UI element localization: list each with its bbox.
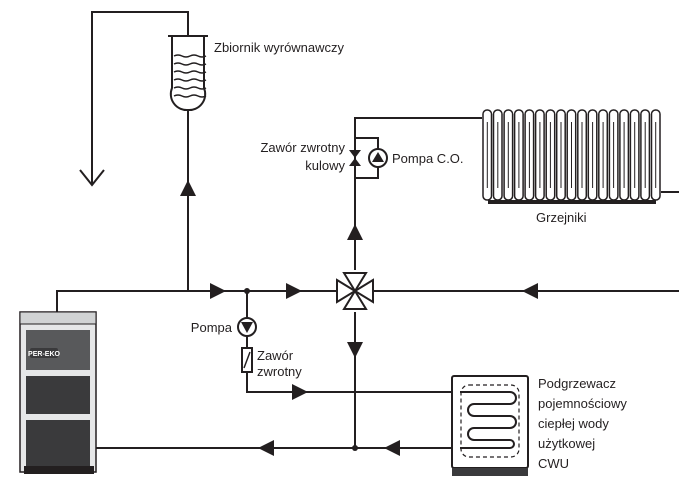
check-valve-icon xyxy=(241,347,253,373)
vent-outlet-icon xyxy=(79,169,105,187)
flow-arrow-up-icon xyxy=(180,180,196,196)
flow-arrow-up-icon xyxy=(347,224,363,240)
tank-water-line xyxy=(173,94,207,98)
flow-arrows xyxy=(180,180,538,456)
tank-water-line xyxy=(173,78,207,82)
boiler-icon: PER-EKO xyxy=(19,311,97,474)
check-valve-label-2: zwrotny xyxy=(257,364,302,379)
tank-water-lines xyxy=(173,54,207,98)
junction-dot xyxy=(244,288,250,294)
radiator-icon xyxy=(482,109,661,204)
tank-body xyxy=(169,36,207,112)
tank-water-line xyxy=(173,86,207,90)
flow-arrow-right-icon xyxy=(210,283,226,299)
pump-label: Pompa xyxy=(191,320,233,335)
flow-arrow-left-icon xyxy=(258,440,274,456)
heater-label-1: Podgrzewacz xyxy=(538,376,616,391)
tank-water-line xyxy=(173,54,207,58)
radiator-supply-pipe xyxy=(354,117,482,138)
supply-pipe xyxy=(56,290,679,312)
junction-dot xyxy=(352,445,358,451)
ball-check-valve-label-2: kulowy xyxy=(305,158,345,173)
flow-arrow-left-icon xyxy=(522,283,538,299)
radiator-base xyxy=(488,200,656,204)
pump-icon xyxy=(237,317,257,337)
vent-pipe xyxy=(91,11,189,185)
heater-label-4: użytkowej xyxy=(538,436,595,451)
pump-co-icon xyxy=(368,148,388,168)
flow-arrow-right-icon xyxy=(292,384,308,400)
flow-arrow-down-icon xyxy=(347,342,363,358)
flow-arrow-right-icon xyxy=(286,283,302,299)
tank-water-line xyxy=(173,62,207,66)
heater-label-5: CWU xyxy=(538,456,569,471)
heater-label-3: ciepłej wody xyxy=(538,416,609,431)
cwu-heater-icon xyxy=(451,375,529,476)
boiler-brand: PER-EKO xyxy=(28,351,60,358)
ball-check-valve-icon xyxy=(349,150,361,166)
expansion-tank-label: Zbiornik wyrównawczy xyxy=(214,40,345,55)
ball-check-valve-label-1: Zawór zwrotny xyxy=(260,140,345,155)
expansion-tank xyxy=(168,35,208,112)
heater-label-2: pojemnościowy xyxy=(538,396,627,411)
mixing-valve-icon xyxy=(336,272,374,310)
flow-arrow-left-icon xyxy=(384,440,400,456)
tank-water-line xyxy=(173,70,207,74)
check-valve-label-1: Zawór xyxy=(257,348,294,363)
pump-co-label: Pompa C.O. xyxy=(392,151,464,166)
radiators-label: Grzejniki xyxy=(536,210,587,225)
